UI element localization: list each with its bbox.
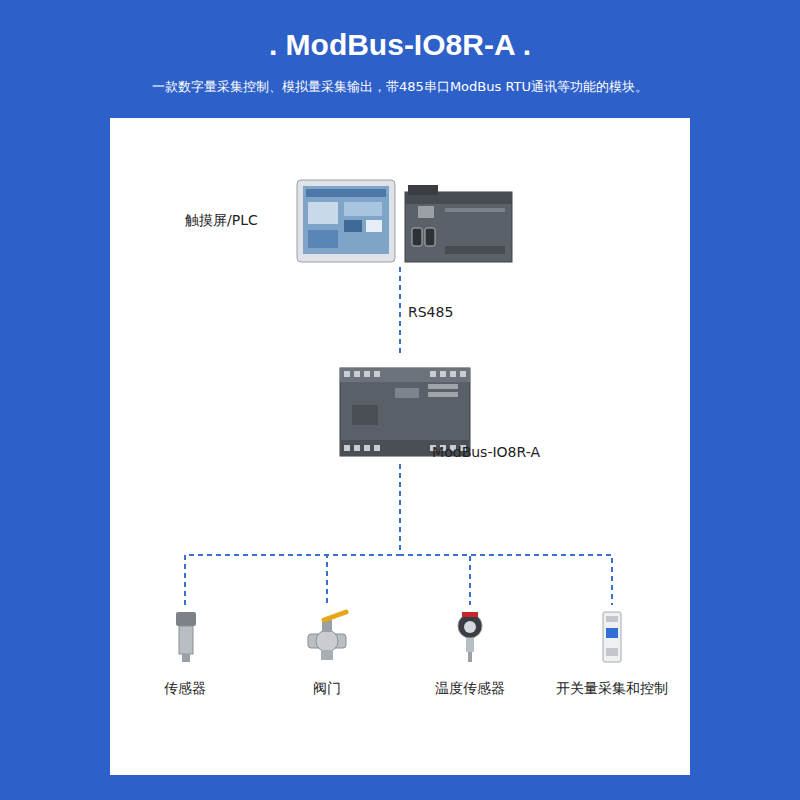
module-group: ModBus-IO8R-A [336,356,550,464]
plc-unit [405,185,512,262]
device-label: 传感器 [164,680,206,698]
dashed-connector [327,464,400,605]
device-label: 阀门 [313,680,341,698]
device-group: 传感器 [150,605,220,700]
dashed-connector [185,464,400,605]
device-label: ModBus-IO8R-A [432,444,540,460]
device-group: 温度传感器 [427,605,513,700]
dashed-connector [400,464,470,605]
sensor-icon [176,612,196,662]
bus-label: RS485 [406,304,455,320]
temperature-sensor-icon [458,612,482,662]
subtitle-text: 一款数字量采集控制、模拟量采集输出，带485串口ModBus RTU通讯等功能的… [0,78,800,96]
device-label: 温度传感器 [435,680,505,698]
hmi-plc-group: 触摸屏/PLC [180,175,515,267]
white-panel [110,118,690,775]
page-title: . ModBus-IO8R-A . [0,28,800,62]
device-label: 开关量采集和控制 [556,680,668,698]
device-label: 触摸屏/PLC [185,212,258,230]
device-group: 阀门 [292,605,362,700]
dashed-connector [400,464,612,605]
io-module [340,368,470,456]
dashed-connector [399,267,401,356]
device-group: 开关量采集和控制 [548,605,676,700]
switch-icon [603,612,621,662]
touch-screen [297,180,395,262]
valve-icon [308,612,346,660]
